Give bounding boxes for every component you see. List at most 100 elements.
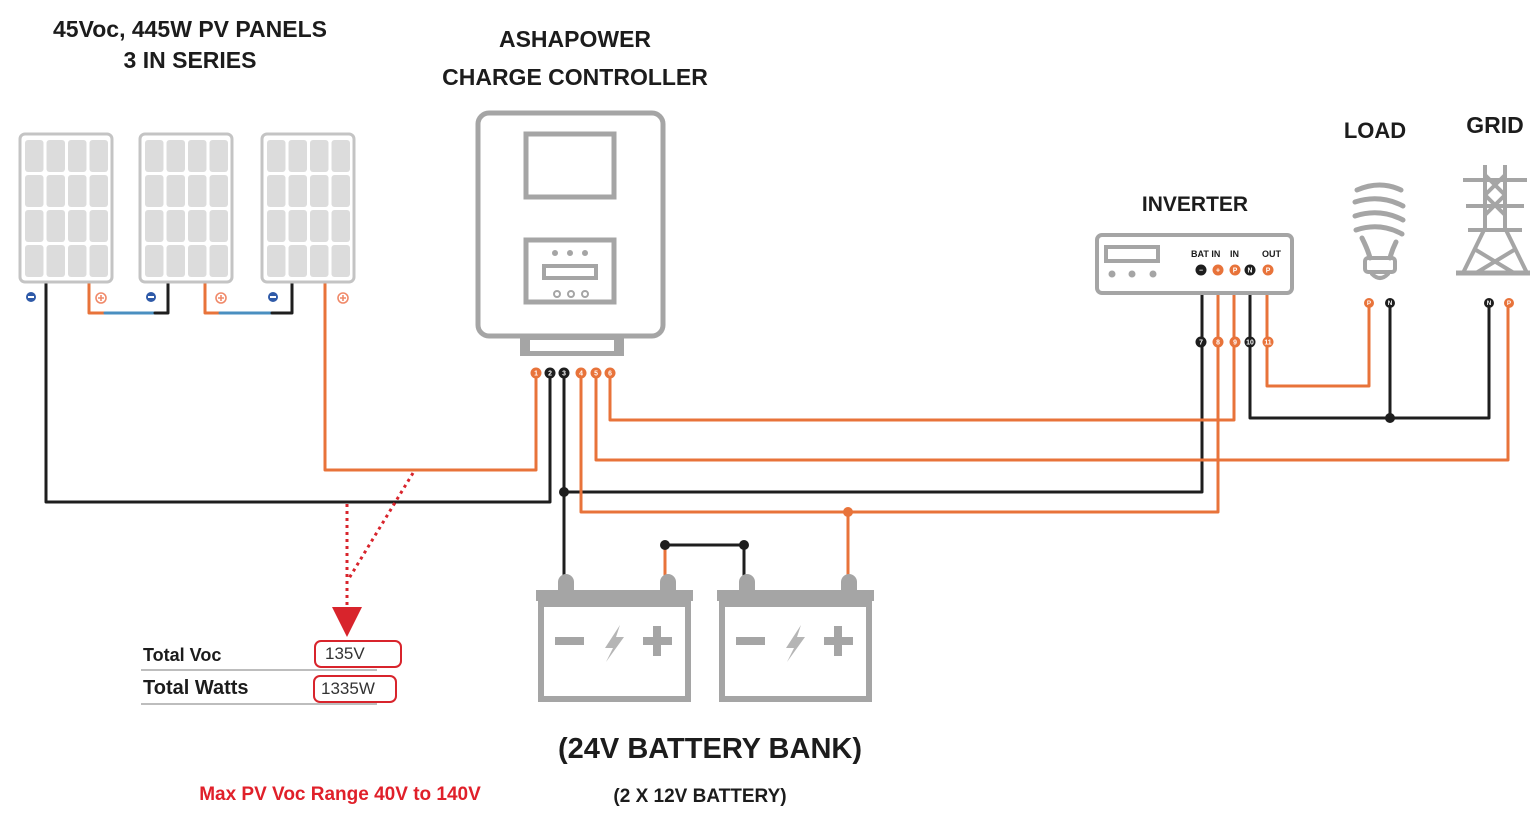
grid-phase-wire (594, 303, 1510, 462)
panel2-plus-lead (203, 280, 222, 315)
wire-number-10: 10 (1244, 336, 1256, 348)
inverter-title: INVERTER (1141, 193, 1249, 216)
inverter-terminal: N (1244, 264, 1256, 276)
cfl-bulb-icon (1352, 182, 1406, 280)
inverter-terminal: − (1195, 264, 1207, 276)
junction-dot (559, 487, 569, 497)
panel-plus-terminal-icon (95, 292, 107, 304)
panel-minus-terminal-icon (26, 292, 36, 302)
battery-2 (717, 574, 874, 702)
svg-text:P: P (1233, 267, 1238, 274)
battery-post (558, 574, 574, 590)
panel-plus-terminal-icon (215, 292, 227, 304)
svg-text:N: N (1388, 300, 1393, 307)
total-watts-label: Total Watts (143, 677, 249, 699)
svg-text:2: 2 (548, 370, 552, 377)
battery-series-link (663, 543, 746, 580)
junction-dot (739, 540, 749, 550)
load-phase-wire (1265, 288, 1371, 388)
terminal-N: N (1484, 298, 1494, 308)
pv-title-line1: 45Voc, 445W PV PANELS (53, 16, 327, 42)
summary-pointer (332, 472, 415, 637)
panel2-minus-lead (153, 280, 170, 315)
pv-title-line2: 3 IN SERIES (123, 47, 257, 73)
neutral-wire (1248, 288, 1491, 420)
panel-2 (138, 132, 234, 304)
battery-1 (536, 574, 693, 702)
inverter-out-label: OUT (1262, 249, 1282, 259)
controller-terminal-1: 1 (530, 367, 542, 379)
svg-text:11: 11 (1264, 339, 1271, 346)
inverter-terminals: − + P N P 7 8 9 10 11 (1195, 264, 1274, 348)
panel1-plus-lead (87, 280, 107, 315)
wire-number-8: 8 (1212, 336, 1224, 348)
inverter-in-label: IN (1230, 249, 1239, 259)
plus-icon (824, 626, 853, 656)
wire-number-7: 7 (1195, 336, 1207, 348)
wire-number-11: 11 (1262, 336, 1274, 348)
lightning-icon (605, 625, 624, 662)
svg-text:P: P (1266, 267, 1271, 274)
controller-terminal-3: 3 (558, 367, 570, 379)
inverter: BAT IN IN OUT (1095, 233, 1294, 295)
cc-title-line1: ASHAPOWER (498, 26, 652, 52)
total-voc-label: Total Voc (143, 645, 222, 665)
svg-text:10: 10 (1246, 339, 1254, 346)
battery-post (660, 574, 676, 590)
panel-1 (18, 132, 114, 304)
total-voc-value: 135V (314, 640, 402, 668)
svg-text:−: − (1199, 267, 1203, 274)
svg-text:7: 7 (1199, 339, 1203, 346)
svg-text:N: N (1248, 267, 1253, 274)
junction-dot (660, 540, 670, 550)
terminal-N: N (1385, 298, 1395, 308)
battery-post (739, 574, 755, 590)
pv-array-title: 45Voc, 445W PV PANELS 3 IN SERIES (20, 14, 360, 76)
svg-text:1: 1 (534, 370, 538, 377)
junction-dot (843, 507, 853, 517)
charge-controller-title: ASHAPOWER CHARGE CONTROLLER (410, 20, 740, 96)
divider (141, 669, 377, 671)
minus-icon (736, 637, 765, 645)
controller-terminal-4: 4 (575, 367, 587, 379)
svg-text:P: P (1507, 300, 1511, 307)
battery-bank-title: (24V BATTERY BANK) (558, 733, 862, 765)
terminal-P: P (1364, 298, 1374, 308)
svg-text:9: 9 (1233, 339, 1237, 346)
panel-minus-terminal-icon (268, 292, 278, 302)
svg-text:6: 6 (608, 370, 612, 377)
minus-icon (555, 637, 584, 645)
inverter-bat-in-label: BAT IN (1191, 249, 1220, 259)
divider (141, 703, 377, 705)
transmission-tower-icon (1456, 165, 1530, 276)
inverter-battery-negative-wire (562, 288, 1204, 494)
load-title: LOAD (1343, 118, 1407, 143)
panel3-minus-lead (270, 280, 294, 315)
cc-battery-positive-wire (579, 288, 1220, 514)
controller-terminal-6: 6 (604, 367, 616, 379)
svg-text:3: 3 (562, 370, 566, 377)
plus-icon (643, 626, 672, 656)
inverter-terminal: P (1262, 264, 1274, 276)
panel-plus-terminal-icon (337, 292, 349, 304)
pv-positive-wire (323, 280, 538, 472)
pv-panels (18, 132, 356, 304)
svg-text:5: 5 (594, 370, 598, 377)
total-watts-value: 1335W (313, 675, 397, 703)
junction-dot (1385, 413, 1395, 423)
controller-display (523, 131, 617, 200)
max-voc-note: Max PV Voc Range 40V to 140V (199, 784, 481, 805)
grid-title: GRID (1466, 112, 1524, 138)
controller-terminal-2: 2 (544, 367, 556, 379)
svg-text:N: N (1487, 300, 1492, 307)
svg-text:8: 8 (1216, 339, 1220, 346)
lightning-icon (786, 625, 805, 662)
cc-title-line2: CHARGE CONTROLLER (442, 64, 708, 90)
inverter-terminal: + (1212, 264, 1224, 276)
svg-text:+: + (1216, 267, 1220, 274)
panel-3 (260, 132, 356, 304)
terminal-P: P (1504, 298, 1514, 308)
